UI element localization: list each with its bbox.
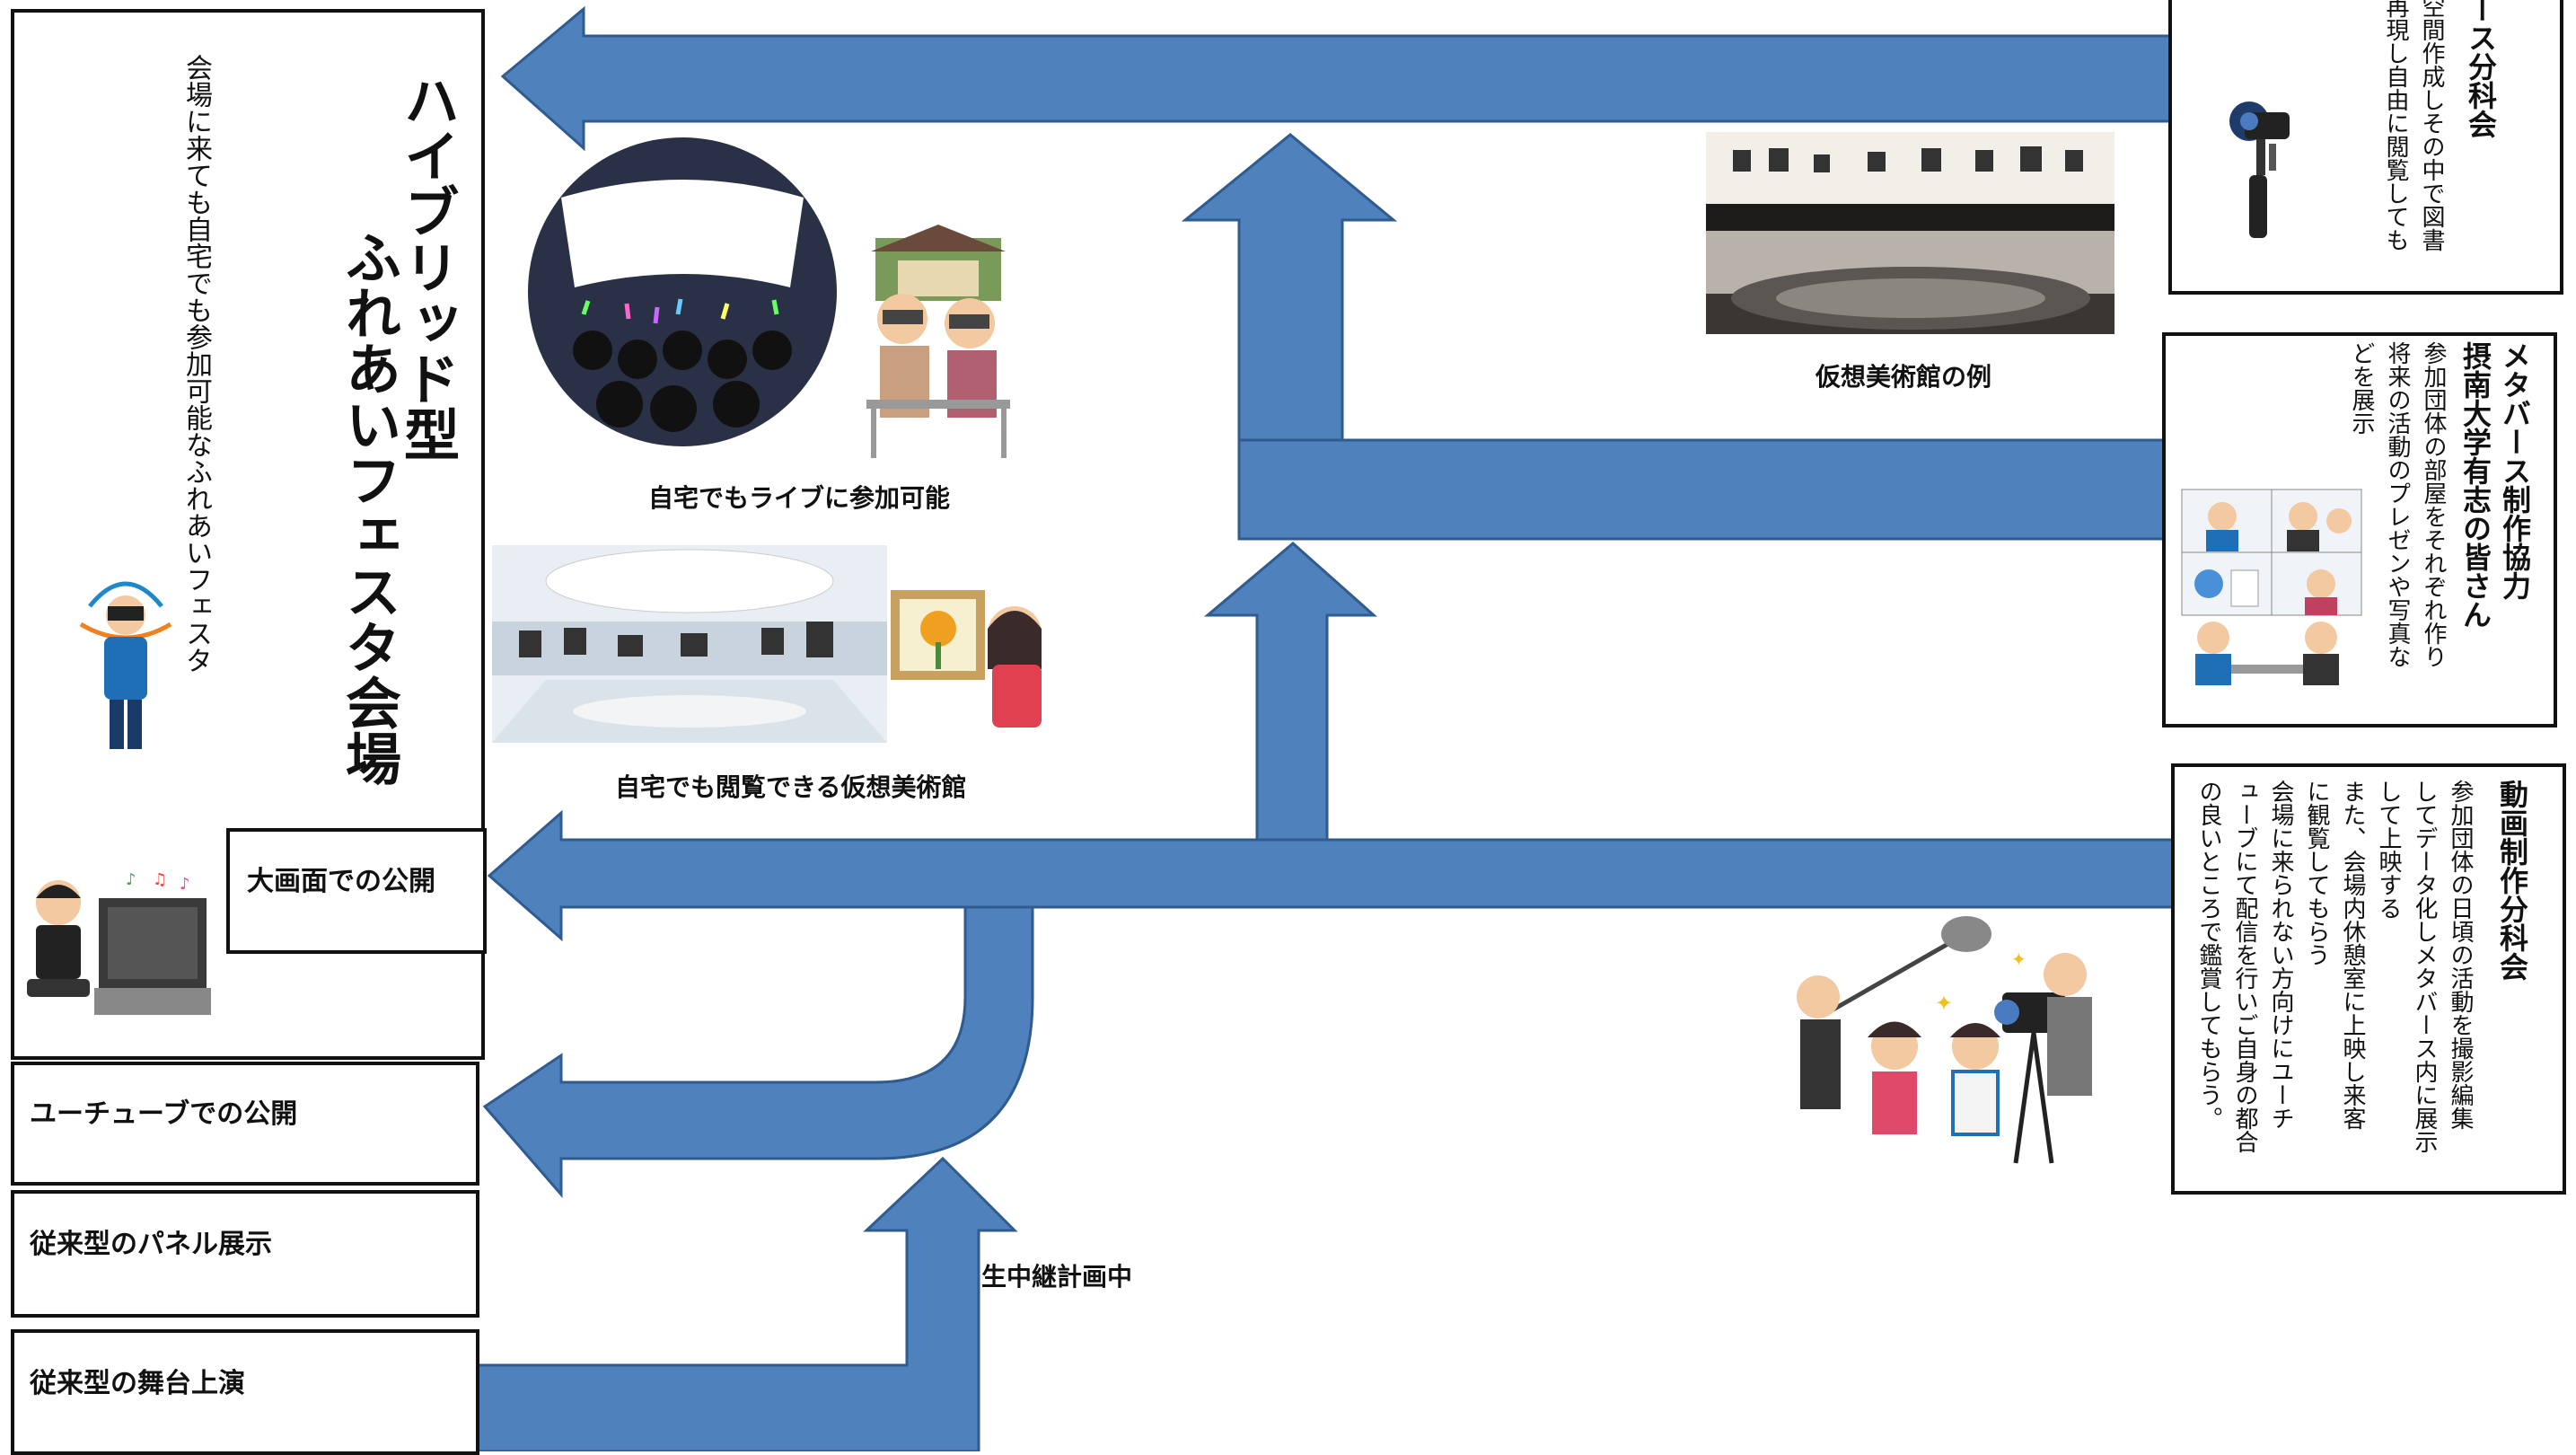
- metaverse-group-body: 空間作成しその中で図書 再現し自由に閲覧しても: [2382, 0, 2445, 251]
- video-group-body: 参加団体の日頃の活動を撮影編集 してデータ化しメタバース内に展示 して上映する …: [2195, 780, 2474, 1153]
- arrow-metaverse-to-venue: [500, 5, 2175, 152]
- caption-live-home: 自宅でもライブに参加可能: [648, 483, 951, 513]
- svg-text:♪: ♪: [126, 870, 136, 889]
- caption-live-relay: 生中継計画中: [981, 1262, 1133, 1292]
- video-group-title: 動画制作分科会: [2495, 780, 2529, 981]
- arrow-stage-up: [474, 1156, 1018, 1451]
- bar-setsunan: [1237, 438, 2175, 541]
- svg-text:♪: ♪: [180, 875, 190, 894]
- svg-text:✦: ✦: [2011, 948, 2027, 970]
- metaverse-group-title: ース分科会: [2464, 0, 2498, 138]
- tv-gamer-icon: ♪ ♫ ♪: [27, 870, 211, 1015]
- panel-label: 従来型のパネル展示: [30, 1229, 272, 1260]
- video-meeting-icon: [2181, 489, 2362, 685]
- setsunan-group-body: 参加団体の部屋をそれぞれ作り 将来の活動のプレゼンや写真な どを展示: [2348, 341, 2447, 668]
- venue-title: ハイブリッド型: [394, 72, 460, 462]
- caption-virtual-museum-home: 自宅でも閲覧できる仮想美術館: [615, 772, 967, 802]
- vr-person-icon: [79, 581, 172, 749]
- venue-tagline: 会場に来ても自宅でも参加可能なふれあいフェスタ: [180, 54, 212, 674]
- youtube-box: [11, 1062, 479, 1186]
- big-screen-label: 大画面での公開: [247, 866, 435, 897]
- camera-gimbal-icon: [2229, 101, 2290, 238]
- youtube-label: ユーチューブでの公開: [30, 1098, 298, 1130]
- museum-photo-icon: [1706, 132, 2114, 334]
- metaverse-group-box: [2168, 0, 2563, 295]
- concert-vr-icon: [528, 137, 837, 446]
- panel-box: [11, 1190, 479, 1318]
- arrow-to-big-screen: [487, 809, 2175, 942]
- stage-label: 従来型の舞台上演: [30, 1368, 245, 1399]
- arrow-to-youtube: [482, 905, 1034, 1199]
- virtual-museum-icon: [492, 545, 887, 743]
- svg-text:✦: ✦: [1935, 991, 1953, 1016]
- film-crew-icon: ✦ ✦: [1797, 916, 2092, 1164]
- video-group-box: [2171, 763, 2566, 1195]
- vr-elderly-icon: [866, 225, 1010, 458]
- painting-viewer-icon: [891, 590, 1042, 728]
- svg-text:♫: ♫: [153, 870, 167, 889]
- stage-box: [11, 1329, 479, 1455]
- caption-virtual-museum-example: 仮想美術館の例: [1816, 362, 1992, 392]
- arrow-up-2: [1203, 542, 1377, 842]
- setsunan-group-title: メタバース制作協力 摂南大学有志の皆さん: [2458, 341, 2532, 629]
- big-screen-box: [226, 828, 487, 954]
- venue-subtitle: ふれあいフェスタ会場: [336, 229, 401, 786]
